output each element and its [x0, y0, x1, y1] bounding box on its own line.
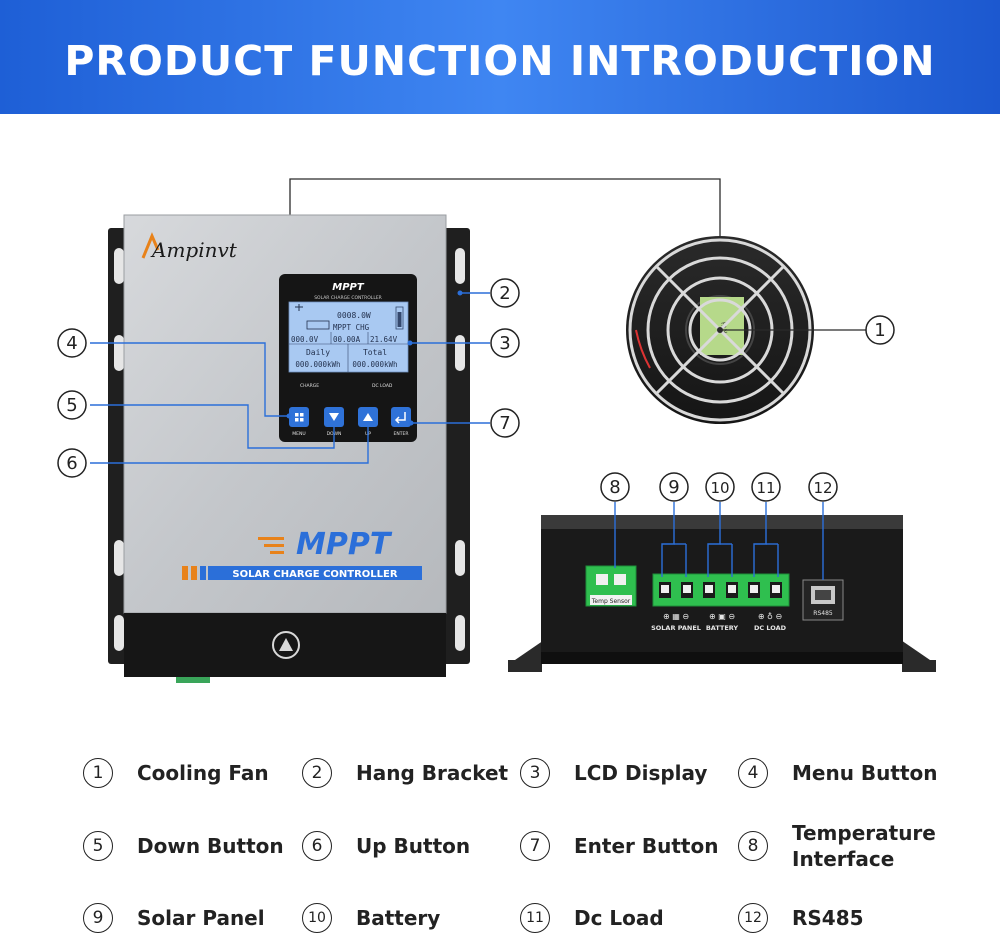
- callout-8: 8: [609, 477, 620, 498]
- enter-button[interactable]: ENTER: [391, 407, 411, 437]
- callout-6: 6: [66, 453, 77, 474]
- callout-1: 1: [874, 320, 885, 341]
- svg-text:000.000kWh: 000.000kWh: [295, 360, 340, 369]
- svg-text:MPPT CHG: MPPT CHG: [333, 323, 370, 332]
- rs485-port: RS485: [802, 579, 844, 621]
- legend-label: RS485: [792, 906, 864, 930]
- legend-item-rs485: 12 RS485: [738, 896, 864, 940]
- legend-label: Menu Button: [792, 761, 938, 785]
- svg-text:21.64V: 21.64V: [370, 335, 398, 344]
- base-logo-icon: [272, 631, 300, 659]
- svg-text:SOLAR CHARGE CONTROLLER: SOLAR CHARGE CONTROLLER: [232, 569, 397, 580]
- leader-line-fan: [289, 178, 721, 260]
- callout-12: 12: [813, 479, 832, 497]
- svg-text:⊕ ♁ ⊖: ⊕ ♁ ⊖: [758, 612, 782, 621]
- mppt-logo-icon: [258, 537, 284, 554]
- page-title: PRODUCT FUNCTION INTRODUCTION: [64, 37, 936, 85]
- label-strip: [208, 566, 422, 580]
- svg-text:ENTER: ENTER: [394, 431, 409, 437]
- svg-text:0008.0W: 0008.0W: [337, 311, 371, 320]
- legend-item-solar-panel: 9 Solar Panel: [83, 896, 265, 940]
- svg-text:MENU: MENU: [292, 431, 305, 437]
- legend-item-menu-button: 4 Menu Button: [738, 751, 938, 795]
- callout-9: 9: [668, 477, 679, 498]
- legend-item-cooling-fan: 1 Cooling Fan: [83, 751, 269, 795]
- legend-number: 9: [83, 903, 113, 933]
- brand-name: Ampinvt: [150, 238, 238, 262]
- legend-item-up-button: 6 Up Button: [302, 824, 470, 868]
- svg-text:RS485: RS485: [813, 610, 833, 617]
- legend-label: Temperature Interface: [792, 821, 936, 871]
- svg-text:000.000kWh: 000.000kWh: [352, 360, 397, 369]
- legend-number: 11: [520, 903, 550, 933]
- callout-7: 7: [499, 413, 510, 434]
- svg-text:BATTERY: BATTERY: [706, 624, 739, 632]
- menu-button[interactable]: MENU: [289, 407, 309, 437]
- legend-number: 12: [738, 903, 768, 933]
- legend-label: Cooling Fan: [137, 761, 269, 785]
- title-banner: PRODUCT FUNCTION INTRODUCTION: [0, 0, 1000, 114]
- svg-text:DC LOAD: DC LOAD: [754, 624, 787, 632]
- legend-item-down-button: 5 Down Button: [83, 824, 284, 868]
- legend-label: Up Button: [356, 834, 471, 858]
- legend-item-battery: 10 Battery: [302, 896, 440, 940]
- legend-label: Dc Load: [574, 906, 664, 930]
- callout-11: 11: [756, 479, 775, 497]
- legend-label: Hang Bracket: [356, 761, 509, 785]
- terminal-block: [652, 573, 790, 607]
- callout-4: 4: [66, 333, 77, 354]
- legend-number: 8: [738, 831, 768, 861]
- legend-item-enter-button: 7 Enter Button: [520, 824, 718, 868]
- temp-sensor-port: Temp Sensor: [585, 565, 637, 607]
- svg-text:⊕ ▦ ⊖: ⊕ ▦ ⊖: [663, 612, 689, 621]
- svg-text:⊕ ▣ ⊖: ⊕ ▣ ⊖: [709, 612, 735, 621]
- legend-number: 5: [83, 831, 113, 861]
- legend-number: 6: [302, 831, 332, 861]
- legend-number: 10: [302, 903, 332, 933]
- callout-2: 2: [499, 283, 510, 304]
- mppt-label: MPPT: [296, 527, 393, 562]
- legend-item-temperature-interface: 8 Temperature Interface: [738, 821, 952, 871]
- svg-text:DC LOAD: DC LOAD: [372, 383, 393, 389]
- svg-text:000.0V: 000.0V: [291, 335, 319, 344]
- legend-label: Down Button: [137, 834, 284, 858]
- legend-label: Enter Button: [574, 834, 719, 858]
- legend-label: Battery: [356, 906, 441, 930]
- legend-label: Solar Panel: [137, 906, 265, 930]
- legend-number: 2: [302, 758, 332, 788]
- svg-text:MPPT: MPPT: [332, 282, 365, 293]
- svg-text:Temp Sensor: Temp Sensor: [591, 598, 631, 605]
- legend-item-dc-load: 11 Dc Load: [520, 896, 664, 940]
- callout-5: 5: [66, 395, 77, 416]
- legend-item-hang-bracket: 2 Hang Bracket: [302, 751, 508, 795]
- callout-10: 10: [710, 479, 729, 497]
- legend-label: LCD Display: [574, 761, 708, 785]
- svg-text:SOLAR CHARGE CONTROLLER: SOLAR CHARGE CONTROLLER: [314, 295, 382, 301]
- legend-number: 3: [520, 758, 550, 788]
- svg-text:CHARGE: CHARGE: [300, 383, 319, 389]
- svg-text:Total: Total: [363, 348, 387, 357]
- callout-3: 3: [499, 333, 510, 354]
- svg-text:Daily: Daily: [306, 348, 330, 357]
- lcd-display: 0008.0W MPPT CHG 000.0V 00.00A 21.64V Da…: [288, 301, 409, 373]
- terminal-panel: Temp Sensor SOLAR PANEL BATTERY DC LOAD …: [508, 515, 936, 672]
- legend-number: 7: [520, 831, 550, 861]
- legend-number: 4: [738, 758, 768, 788]
- legend-number: 1: [83, 758, 113, 788]
- brand-logo-icon: [141, 232, 160, 259]
- controller-unit: Ampinvt MPPT SOLAR CHARGE CONTROLLER 000…: [108, 214, 470, 683]
- svg-text:SOLAR PANEL: SOLAR PANEL: [651, 624, 701, 632]
- legend-item-lcd-display: 3 LCD Display: [520, 751, 707, 795]
- svg-text:00.00A: 00.00A: [333, 335, 361, 344]
